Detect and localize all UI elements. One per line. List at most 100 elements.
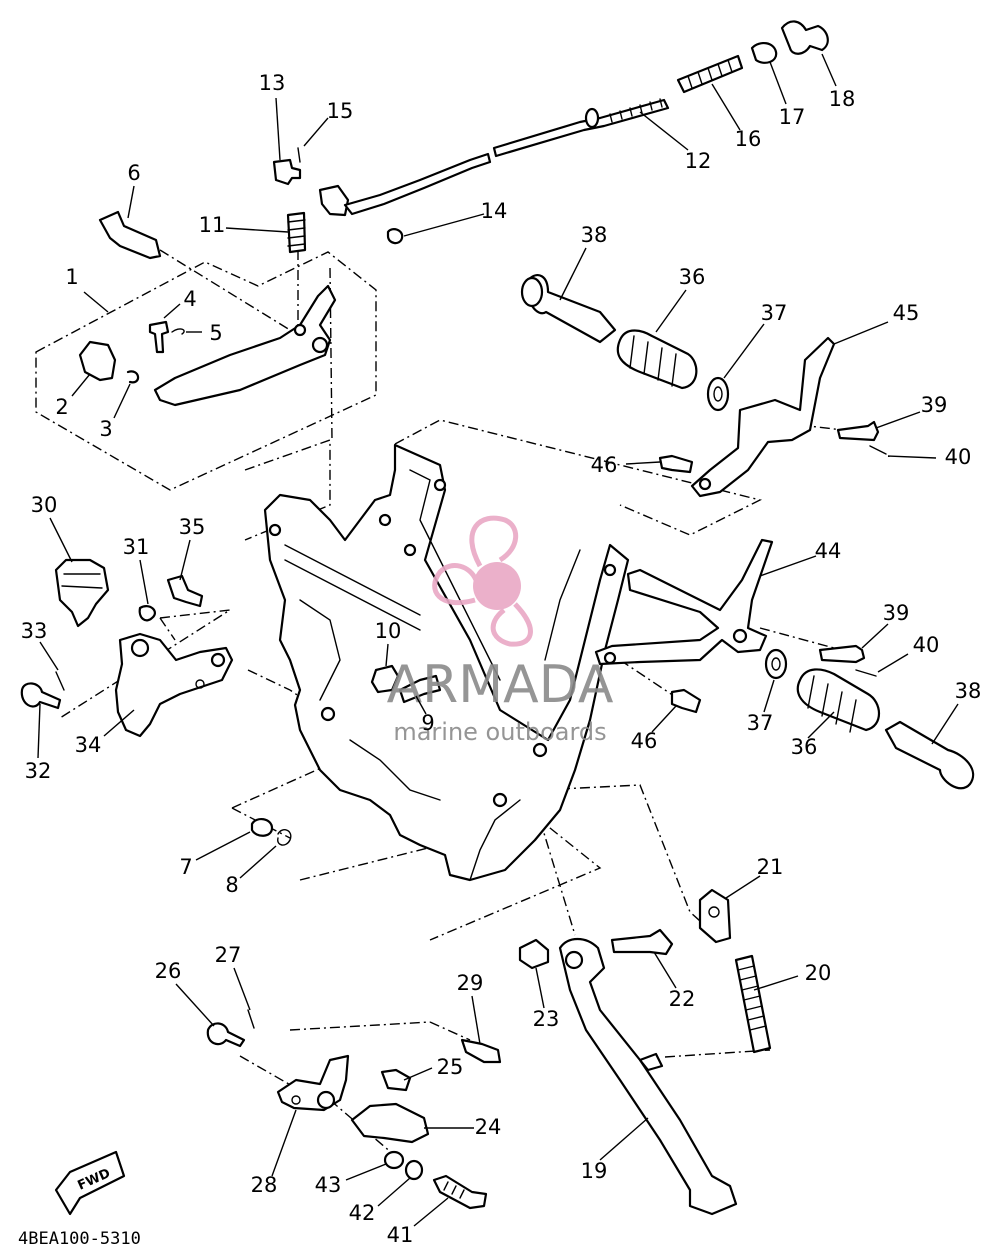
sidestand-19 (558, 937, 738, 1216)
callout-38b: 38 (955, 679, 982, 703)
callout-11: 11 (199, 213, 226, 237)
stand-pin (638, 1052, 664, 1072)
callout-7: 7 (179, 855, 192, 879)
bolt-9 (398, 674, 442, 704)
callout-40b: 40 (913, 633, 940, 657)
plate-21 (698, 888, 732, 944)
callout-45: 45 (893, 301, 920, 325)
callout-19: 19 (581, 1159, 608, 1183)
callout-9: 9 (421, 711, 434, 735)
washer-7 (250, 818, 274, 837)
bolt-22 (610, 928, 674, 956)
callout-8: 8 (225, 873, 238, 897)
callout-5: 5 (209, 321, 222, 345)
callout-43: 43 (315, 1173, 342, 1197)
washer-37b (764, 648, 788, 680)
callout-41: 41 (387, 1223, 414, 1247)
callout-30: 30 (31, 493, 58, 517)
callout-18: 18 (829, 87, 856, 111)
callout-26: 26 (155, 959, 182, 983)
spring-31 (138, 605, 156, 622)
callout-22: 22 (669, 987, 696, 1011)
pin-38b (884, 720, 975, 790)
bracket-28 (276, 1054, 350, 1112)
watermark-brand: ARMADA (387, 655, 614, 715)
diagram-code: 4BEA100-5310 (18, 1229, 141, 1249)
callout-2: 2 (55, 395, 68, 419)
pin-4 (148, 320, 170, 354)
callout-33: 33 (21, 619, 48, 643)
callout-16: 16 (735, 127, 762, 151)
cable-rod-assembly (272, 20, 829, 245)
callout-32: 32 (25, 759, 52, 783)
shift-pedal-assembly (78, 210, 337, 407)
bolt-39a (836, 420, 880, 442)
cotter-40a (869, 445, 887, 455)
pin-15 (297, 147, 301, 163)
brake-pedal-34 (114, 632, 234, 738)
callout-20: 20 (805, 961, 832, 985)
callout-39a: 39 (921, 393, 948, 417)
nut-10 (370, 664, 400, 694)
bolt-29 (460, 1038, 502, 1064)
callout-4: 4 (183, 287, 196, 311)
pin-27 (247, 1009, 255, 1029)
spring-11 (286, 211, 307, 254)
callout-25: 25 (437, 1055, 464, 1079)
spring-3 (126, 370, 140, 384)
bolt-6 (98, 210, 162, 260)
bracket-45 (690, 336, 836, 498)
bolt-46a (658, 454, 694, 474)
callout-40a: 40 (945, 445, 972, 469)
callout-44: 44 (815, 539, 842, 563)
rubber-24 (350, 1102, 430, 1144)
collar-17 (750, 42, 778, 64)
bolt-46b (670, 688, 702, 714)
brake-pedal-assembly (20, 558, 234, 738)
callout-37b: 37 (747, 711, 774, 735)
callout-14: 14 (481, 199, 508, 223)
pedal-rubber (78, 340, 117, 382)
bolt-13 (272, 158, 302, 186)
clip-8 (277, 829, 292, 846)
rod-12b (492, 98, 670, 158)
wing-nut-18 (780, 20, 829, 55)
rod-12a (343, 152, 492, 216)
rubber-36a (616, 329, 698, 390)
pin-32 (20, 682, 62, 710)
callout-35: 35 (179, 515, 206, 539)
right-footrest-assembly (520, 274, 887, 498)
spring-20 (734, 954, 772, 1054)
callout-12: 12 (685, 149, 712, 173)
callout-10: 10 (375, 619, 402, 643)
callout-38a: 38 (581, 223, 608, 247)
bolt-26 (206, 1022, 246, 1048)
callouts: 1 2 3 4 5 6 7 8 9 10 11 12 13 14 15 16 1 (21, 53, 982, 1247)
bolt-25 (380, 1068, 412, 1092)
callout-46b: 46 (631, 729, 658, 753)
watermark-logo: ARMADA marine outboards (387, 515, 614, 746)
cotter-5 (171, 328, 185, 335)
cotter-40b (855, 669, 877, 677)
bracket-44 (594, 538, 774, 666)
callout-28: 28 (251, 1173, 278, 1197)
callout-34: 34 (75, 733, 102, 757)
callout-21: 21 (757, 855, 784, 879)
callout-1: 1 (65, 265, 78, 289)
callout-15: 15 (327, 99, 354, 123)
callout-36b: 36 (791, 735, 818, 759)
bolt-35 (166, 574, 204, 608)
washer-42 (404, 1159, 424, 1181)
sidestand-assembly (206, 888, 772, 1216)
callout-37a: 37 (761, 301, 788, 325)
washer-37a (706, 376, 730, 412)
watermark-hub-icon (473, 562, 521, 610)
callout-36a: 36 (679, 265, 706, 289)
left-footrest-assembly (594, 538, 975, 790)
callout-29: 29 (457, 971, 484, 995)
callout-42: 42 (349, 1201, 376, 1225)
washer-14 (386, 228, 404, 245)
pin-33 (55, 671, 65, 691)
nut-23 (518, 938, 550, 970)
